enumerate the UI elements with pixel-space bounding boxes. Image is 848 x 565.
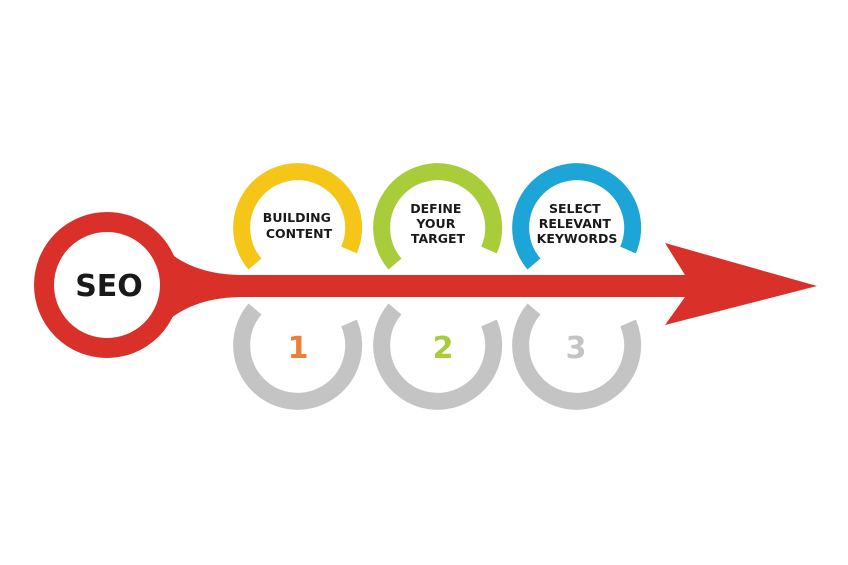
- arrow: SEO: [34, 212, 817, 358]
- step-3-number: 3: [566, 331, 587, 366]
- step-2-top-ring: [373, 163, 503, 270]
- seo-label: SEO: [75, 269, 143, 304]
- step-3-bottom-ring: [512, 303, 642, 410]
- step-1-bottom-ring: [233, 303, 363, 410]
- step-2-label: DEFINE YOUR TARGET: [410, 201, 465, 246]
- step-2-bottom-ring: [373, 303, 503, 410]
- step-1-number: 1: [288, 331, 309, 366]
- step-3: SELECT RELEVANT KEYWORDS 3: [512, 163, 642, 410]
- step-2-number: 2: [433, 331, 454, 366]
- step-3-top-ring: [512, 163, 642, 270]
- step-3-label: SELECT RELEVANT KEYWORDS: [537, 201, 618, 246]
- step-1-label: BUILDING CONTENT: [263, 210, 335, 241]
- step-1: BUILDING CONTENT 1: [233, 163, 363, 410]
- step-1-top-ring: [233, 163, 363, 270]
- arrow-shaft: [150, 235, 817, 337]
- seo-ring: [34, 212, 180, 358]
- step-2: DEFINE YOUR TARGET 2: [373, 163, 503, 410]
